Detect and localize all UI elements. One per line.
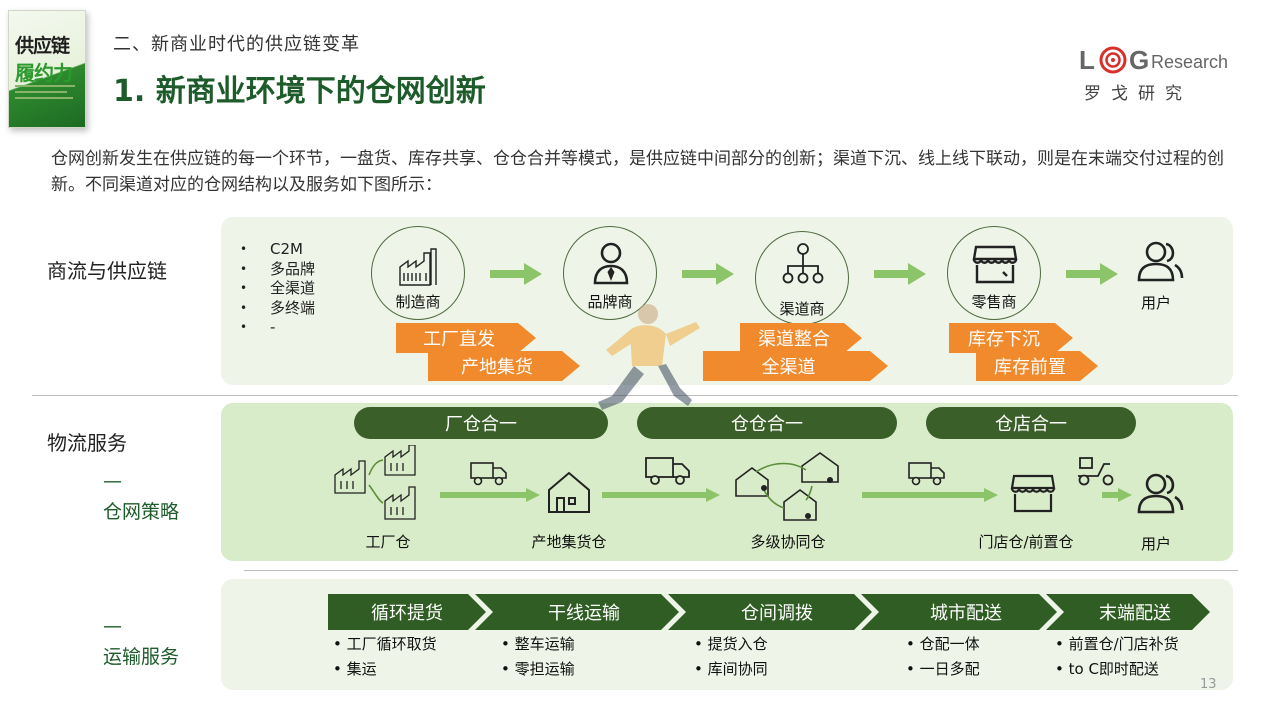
stage-items-inter-warehouse: 提货入仓 库间协同 [694, 632, 768, 682]
tag-inventory-forward: 库存前置 [976, 351, 1098, 381]
row-label-commerce: 商流与供应链 [47, 259, 167, 283]
truck-icon [908, 462, 945, 486]
tag-channel-integration: 渠道整合 [740, 323, 862, 353]
multi-warehouse-icon [735, 452, 839, 521]
bullet-item: •- [240, 318, 276, 336]
node-manufacturer: 制造商 [371, 226, 465, 320]
flow-arrow-icon [490, 263, 542, 285]
stage-items-milk-run: 工厂循环取货 集运 [333, 632, 437, 682]
tag-origin-consolidation: 产地集货 [428, 351, 580, 381]
flow-arrow-icon [602, 488, 720, 502]
svg-text:G: G [1129, 45, 1149, 75]
service-item: 集运 [333, 657, 437, 682]
section-title: 二、新商业时代的供应链变革 [113, 34, 360, 55]
service-item: 库间协同 [694, 657, 768, 682]
node-label: 零售商 [971, 293, 1017, 311]
book-decor-line [15, 85, 75, 87]
user-label: 用户 [1141, 535, 1172, 553]
flow-arrow-icon [440, 488, 540, 502]
logo-chinese-name: 罗戈研究 [1084, 84, 1192, 104]
pill-warehouse-store: 仓店合一 [926, 407, 1136, 439]
flow-arrow-icon [682, 263, 734, 285]
node-label: 品牌商 [587, 293, 633, 311]
stage-city-delivery: 城市配送 [861, 594, 1057, 630]
logo-image: L G Research [1079, 45, 1228, 75]
truck-icon [645, 457, 690, 485]
intro-paragraph: 仓网创新发生在供应链的每一个环节，一盘货、库存共享、仓仓合并等模式，是供应链中间… [51, 149, 1224, 195]
commerce-bullet-list: •C2M •多品牌 •全渠道 •多终端 •- [240, 240, 315, 338]
stage-items-last-mile: 前置仓/门店补货 to C即时配送 [1055, 632, 1179, 682]
bullet-item: •全渠道 [240, 279, 316, 297]
stage-milk-run: 循环提货 [328, 594, 486, 630]
book-decor-line [15, 97, 73, 99]
book-cover-image: 供应链 履约力 [8, 10, 86, 128]
service-item: 零担运输 [501, 657, 575, 682]
users-icon [1137, 473, 1184, 514]
factory-warehouse-icon [334, 445, 416, 520]
bullet-item: •C2M [240, 240, 303, 258]
bullet-item: •多终端 [240, 298, 316, 317]
service-item: to C即时配送 [1055, 657, 1179, 682]
row-label-logistics: 物流服务 [47, 431, 127, 455]
node-label: 制造商 [395, 293, 441, 311]
truck-icon [470, 462, 507, 486]
node-label: 渠道商 [779, 300, 825, 318]
pill-factory-warehouse: 厂仓合一 [354, 407, 608, 439]
pill-warehouse-warehouse: 仓仓合一 [637, 407, 897, 439]
book-decor-line [15, 91, 67, 93]
row-label-transport: 运输服务 [103, 646, 180, 668]
svg-text:L: L [1079, 45, 1095, 75]
node-retailer: 零售商 [947, 226, 1041, 320]
service-item: 一日多配 [906, 657, 980, 682]
stage-items-city: 仓配一体 一日多配 [906, 632, 980, 682]
person-tie-icon [593, 242, 629, 285]
store-icon [1010, 474, 1056, 513]
users-icon [1137, 241, 1184, 282]
running-person-illustration [598, 304, 700, 410]
page-number: 13 [1200, 677, 1217, 692]
node-channel: 渠道商 [755, 231, 849, 325]
stage-inter-warehouse: 仓间调拨 [668, 594, 872, 630]
service-item: 仓配一体 [906, 632, 980, 657]
flow-arrow-icon [874, 263, 926, 285]
flow-arrow-icon [862, 488, 998, 502]
flow-arrow-icon [1066, 263, 1118, 285]
stage-items-trunk: 整车运输 零担运输 [501, 632, 575, 682]
store-icon [972, 245, 1018, 284]
multi-tier-warehouse-label: 多级协同仓 [750, 533, 826, 551]
book-title-line1: 供应链 [15, 35, 70, 57]
stage-last-mile: 末端配送 [1046, 594, 1210, 630]
node-brand: 品牌商 [563, 226, 657, 320]
flow-arrow-icon [1102, 488, 1132, 502]
factory-warehouse-label: 工厂仓 [365, 533, 411, 551]
warehouse-icon [548, 471, 590, 513]
service-item: 提货入仓 [694, 632, 768, 657]
service-item: 工厂循环取货 [333, 632, 437, 657]
bullet-item: •多品牌 [240, 259, 316, 278]
logo-lettering: L G Research [1079, 45, 1228, 75]
dash-mark: — [103, 470, 122, 492]
dash-mark: — [103, 615, 122, 637]
network-icon [782, 243, 824, 284]
tag-factory-direct: 工厂直发 [396, 323, 536, 353]
slide-title: 1. 新商业环境下的仓网创新 [113, 74, 486, 109]
divider [32, 395, 1238, 396]
tag-omnichannel: 全渠道 [703, 351, 888, 381]
book-title-line2: 履约力 [15, 61, 73, 85]
origin-warehouse-label: 产地集货仓 [531, 533, 607, 551]
store-warehouse-label: 门店仓/前置仓 [978, 533, 1074, 551]
stage-trunk-transport: 干线运输 [475, 594, 679, 630]
user-label: 用户 [1141, 294, 1172, 312]
tag-inventory-sinking: 库存下沉 [949, 323, 1073, 353]
divider [244, 570, 1238, 571]
sub-label-network-strategy: 仓网策略 [103, 501, 180, 523]
scooter-icon [1078, 457, 1114, 486]
factory-icon [399, 248, 437, 286]
service-item: 前置仓/门店补货 [1055, 632, 1179, 657]
service-item: 整车运输 [501, 632, 575, 657]
svg-text:Research: Research [1151, 52, 1228, 72]
